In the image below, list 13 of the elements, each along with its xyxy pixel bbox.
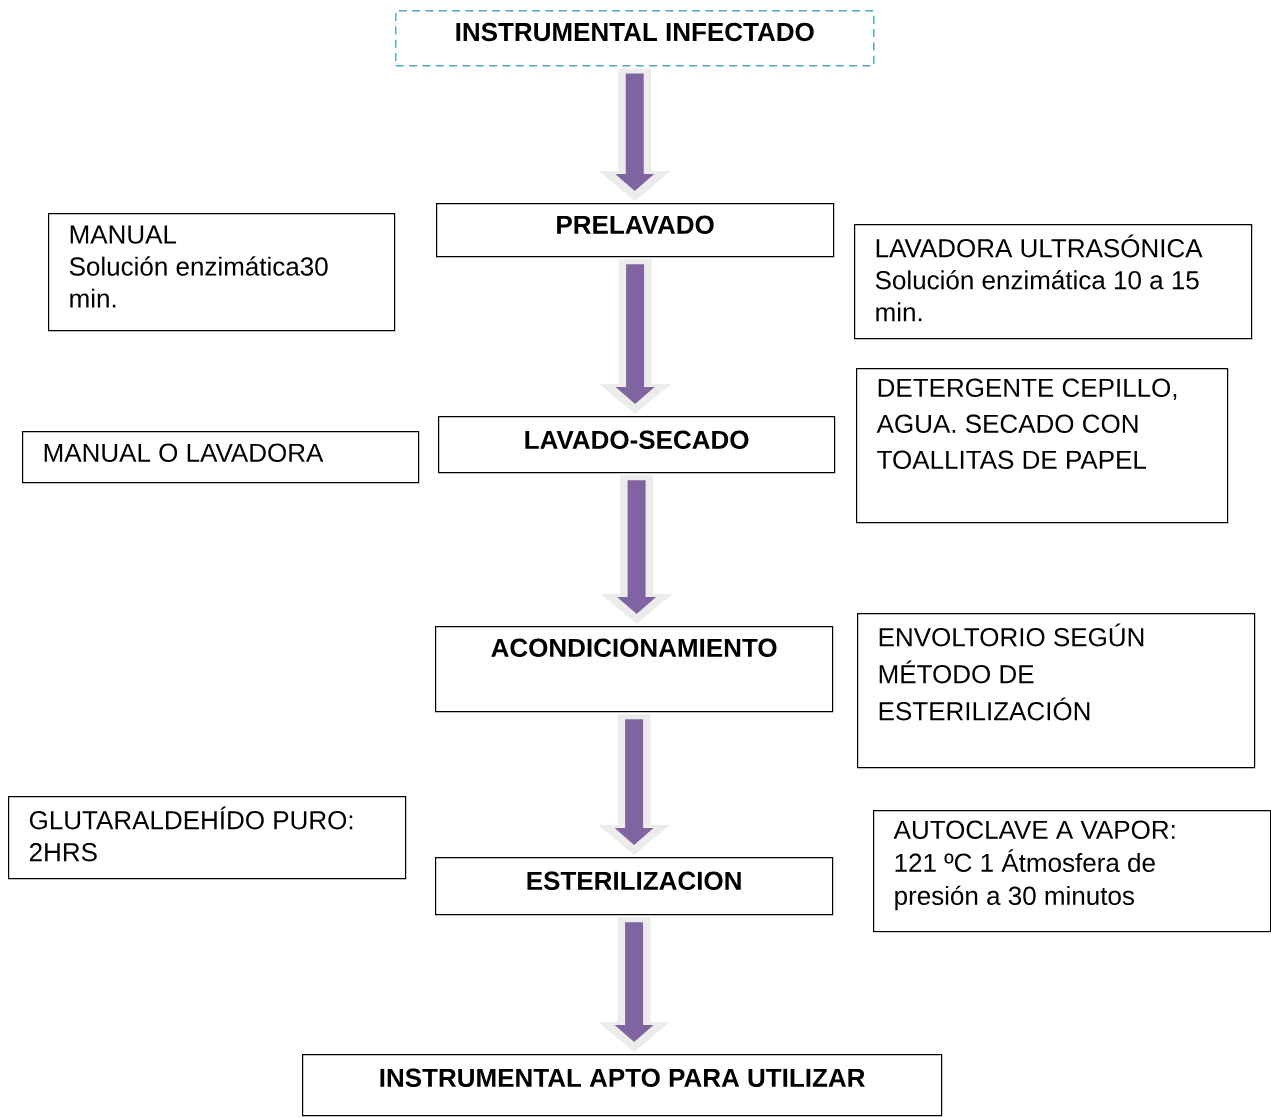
process-box: ESTERILIZACION bbox=[435, 857, 834, 916]
process-box: INSTRUMENTAL APTO PARA UTILIZAR bbox=[302, 1054, 943, 1117]
note-box: DETERGENTE CEPILLO, AGUA. SECADO CON TOALLITAS DE PAPEL bbox=[856, 368, 1229, 524]
note-box: MANUAL Solución enzimática30 min. bbox=[48, 213, 396, 332]
note-box: MANUAL O LAVADORA bbox=[22, 431, 420, 484]
process-box: PRELAVADO bbox=[436, 203, 835, 258]
start-box: INSTRUMENTAL INFECTADO bbox=[395, 10, 875, 67]
note-box: ENVOLTORIO SEGÚN MÉTODO DE ESTERILIZACIÓN bbox=[857, 613, 1256, 769]
note-box: LAVADORA ULTRASÓNICA Solución enzimática 10 a 15 min. bbox=[854, 224, 1253, 340]
process-box: ACONDICIONAMIENTO bbox=[435, 626, 834, 713]
process-box: LAVADO-SECADO bbox=[438, 416, 836, 474]
note-box: AUTOCLAVE A VAPOR: 121 ºC 1 Átmosfera de presión a 30 minutos bbox=[873, 810, 1271, 933]
note-box: GLUTARALDEHÍDO PURO: 2HRS bbox=[8, 796, 407, 880]
